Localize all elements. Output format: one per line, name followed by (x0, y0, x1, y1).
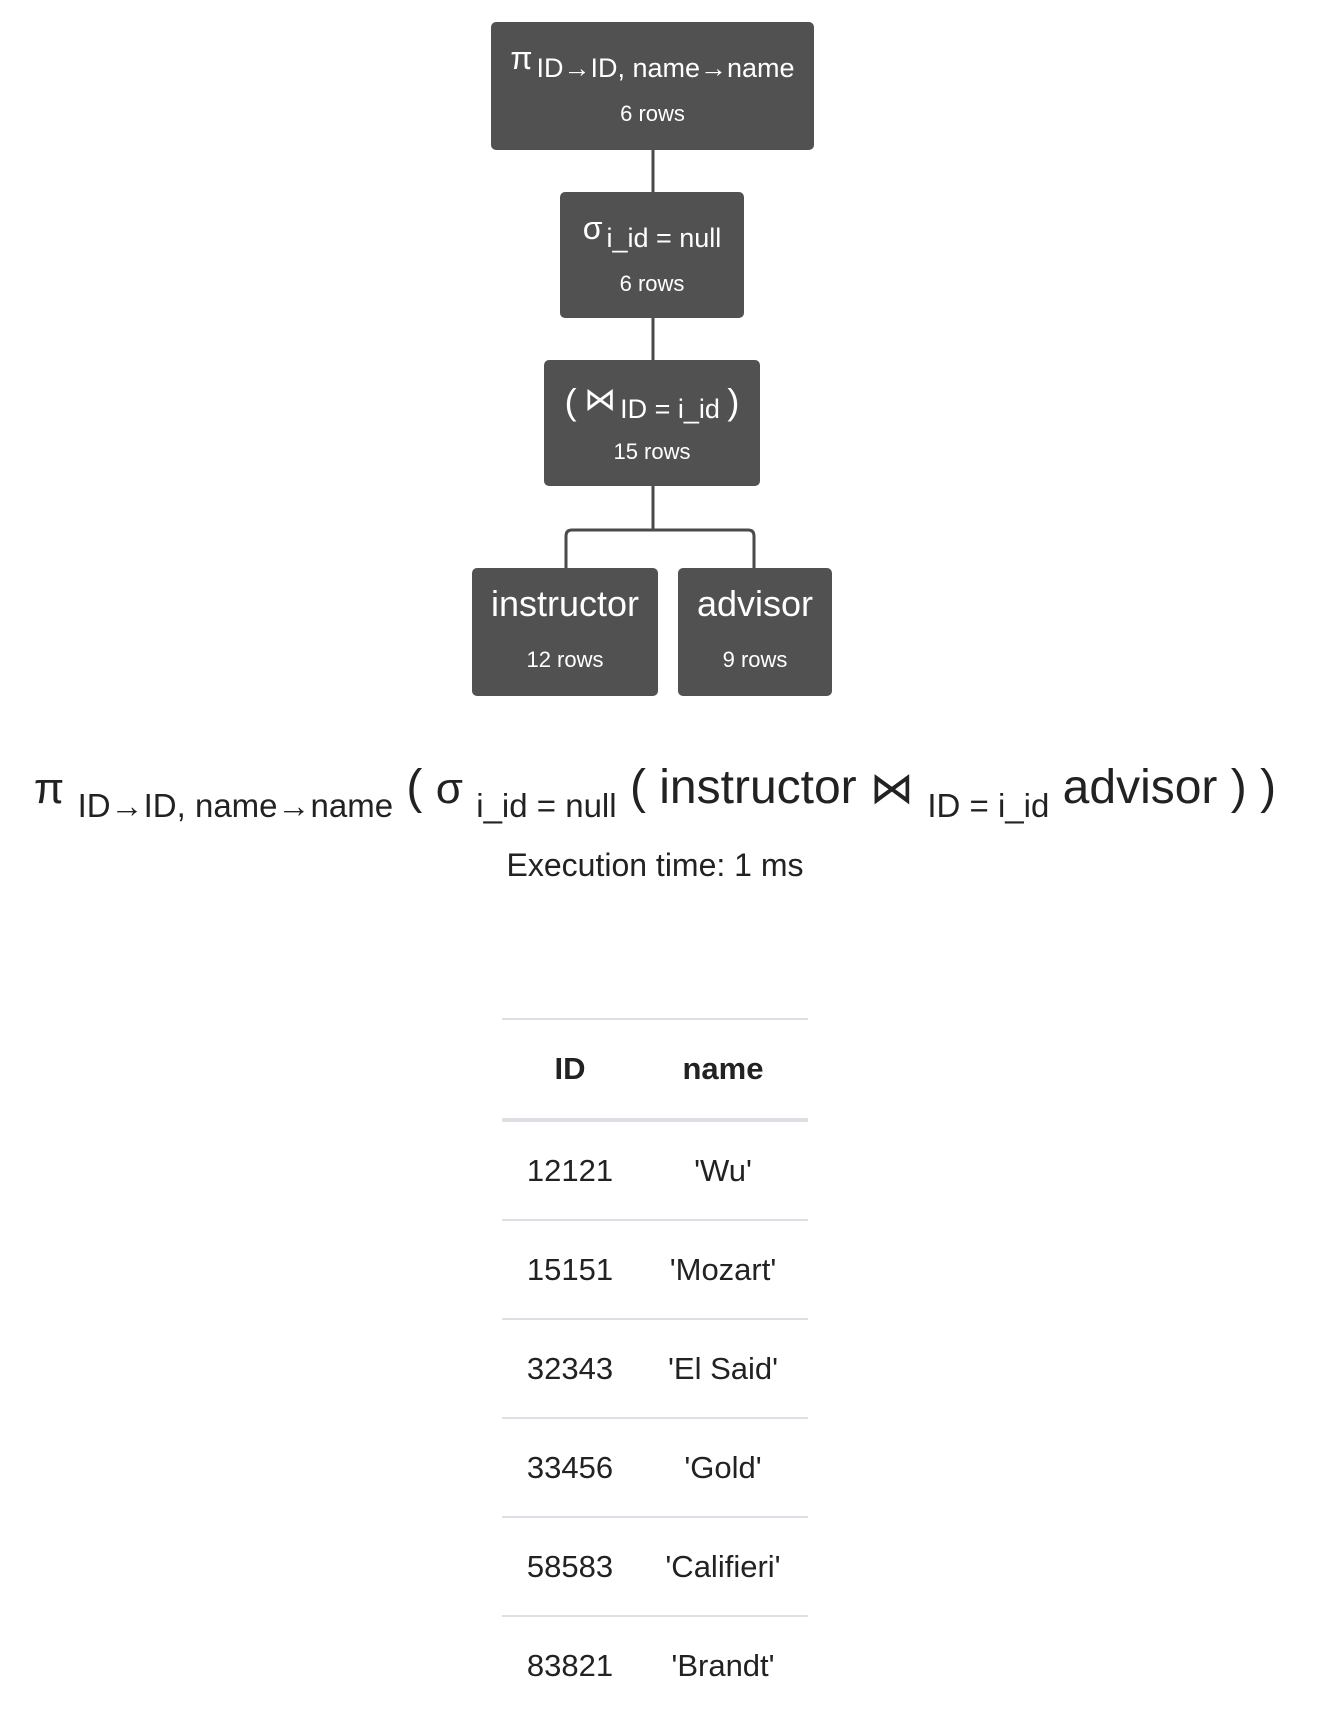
table-header-row: ID name (502, 1018, 808, 1122)
expr-join-sub: ID = i_id (927, 787, 1050, 824)
cell-name: 'Mozart' (638, 1220, 808, 1320)
cell-id: 58583 (502, 1517, 638, 1617)
relational-algebra-expression: π ID→ID, name→name ( σ i_id = null ( ins… (0, 758, 1310, 824)
table-row: 32343 'El Said' (502, 1319, 808, 1419)
column-header-name[interactable]: name (638, 1018, 808, 1122)
table-row: 58583 'Califieri' (502, 1517, 808, 1617)
table-row: 33456 'Gold' (502, 1418, 808, 1518)
tree-connectors (564, 150, 756, 568)
expr-join: ⋈ (870, 764, 914, 813)
advisor-node-rows: 9 rows (722, 647, 788, 672)
table-row: 83821 'Brandt' (502, 1616, 808, 1714)
cell-name: 'Brandt' (671, 1647, 775, 1683)
execution-time: Execution time: 1 ms (506, 847, 804, 883)
table-row: 15151 'Mozart' (502, 1220, 808, 1320)
edge-join-instructor (564, 528, 653, 568)
cell-name: 'El Said' (638, 1319, 808, 1419)
join-node-label: ID = i_id (620, 394, 720, 424)
table-row: 12121 'Wu' (502, 1120, 808, 1221)
join-close-paren: ) (727, 381, 740, 422)
expr-sigma: σ (435, 764, 463, 813)
expr-paren-open-1: ( (406, 761, 423, 814)
cell-name: 'Califieri' (638, 1517, 808, 1617)
projection-node-rows: 6 rows (620, 101, 685, 126)
projection-node-label: ID→ID, name→name (536, 53, 795, 83)
advisor-node[interactable]: advisor 9 rows (678, 568, 832, 696)
column-header-id[interactable]: ID (502, 1018, 638, 1122)
instructor-node[interactable]: instructor 12 rows (472, 568, 658, 696)
expr-paren-open-2: ( (629, 761, 646, 814)
expr-sigma-sub: i_id = null (476, 787, 617, 824)
cell-id: 83821 (526, 1647, 614, 1683)
edge-join-advisor (653, 528, 756, 568)
join-open-paren: ( (564, 381, 577, 422)
cell-id: 32343 (502, 1319, 638, 1419)
cell-name: 'Gold' (638, 1418, 808, 1518)
join-node-header: ( ⋈ID = i_id ) (544, 383, 760, 424)
result-table: ID name 12121 'Wu' 15151 'Mozart' 32343 … (502, 1018, 808, 1714)
projection-symbol: π (510, 40, 533, 76)
join-node-rows: 15 rows (613, 439, 691, 464)
cell-id: 33456 (502, 1418, 638, 1518)
expr-pi-sub: ID→ID, name→name (77, 787, 394, 824)
instructor-node-label: instructor (490, 583, 640, 624)
cell-name: 'Wu' (638, 1120, 808, 1221)
expr-right-relation: advisor (1062, 761, 1218, 814)
selection-node-label: i_id = null (606, 223, 722, 253)
join-symbol: ⋈ (584, 381, 617, 417)
instructor-node-rows: 12 rows (526, 647, 604, 672)
selection-node-rows: 6 rows (619, 271, 685, 296)
expr-left-relation: instructor (659, 761, 857, 814)
expr-close-parens: ) ) (1230, 761, 1277, 814)
cell-id: 12121 (502, 1120, 638, 1221)
expr-pi: π (33, 764, 65, 813)
selection-symbol: σ (582, 210, 603, 246)
advisor-node-label: advisor (696, 583, 814, 624)
join-node[interactable]: ( ⋈ID = i_id ) 15 rows (544, 360, 760, 486)
cell-id: 15151 (502, 1220, 638, 1320)
